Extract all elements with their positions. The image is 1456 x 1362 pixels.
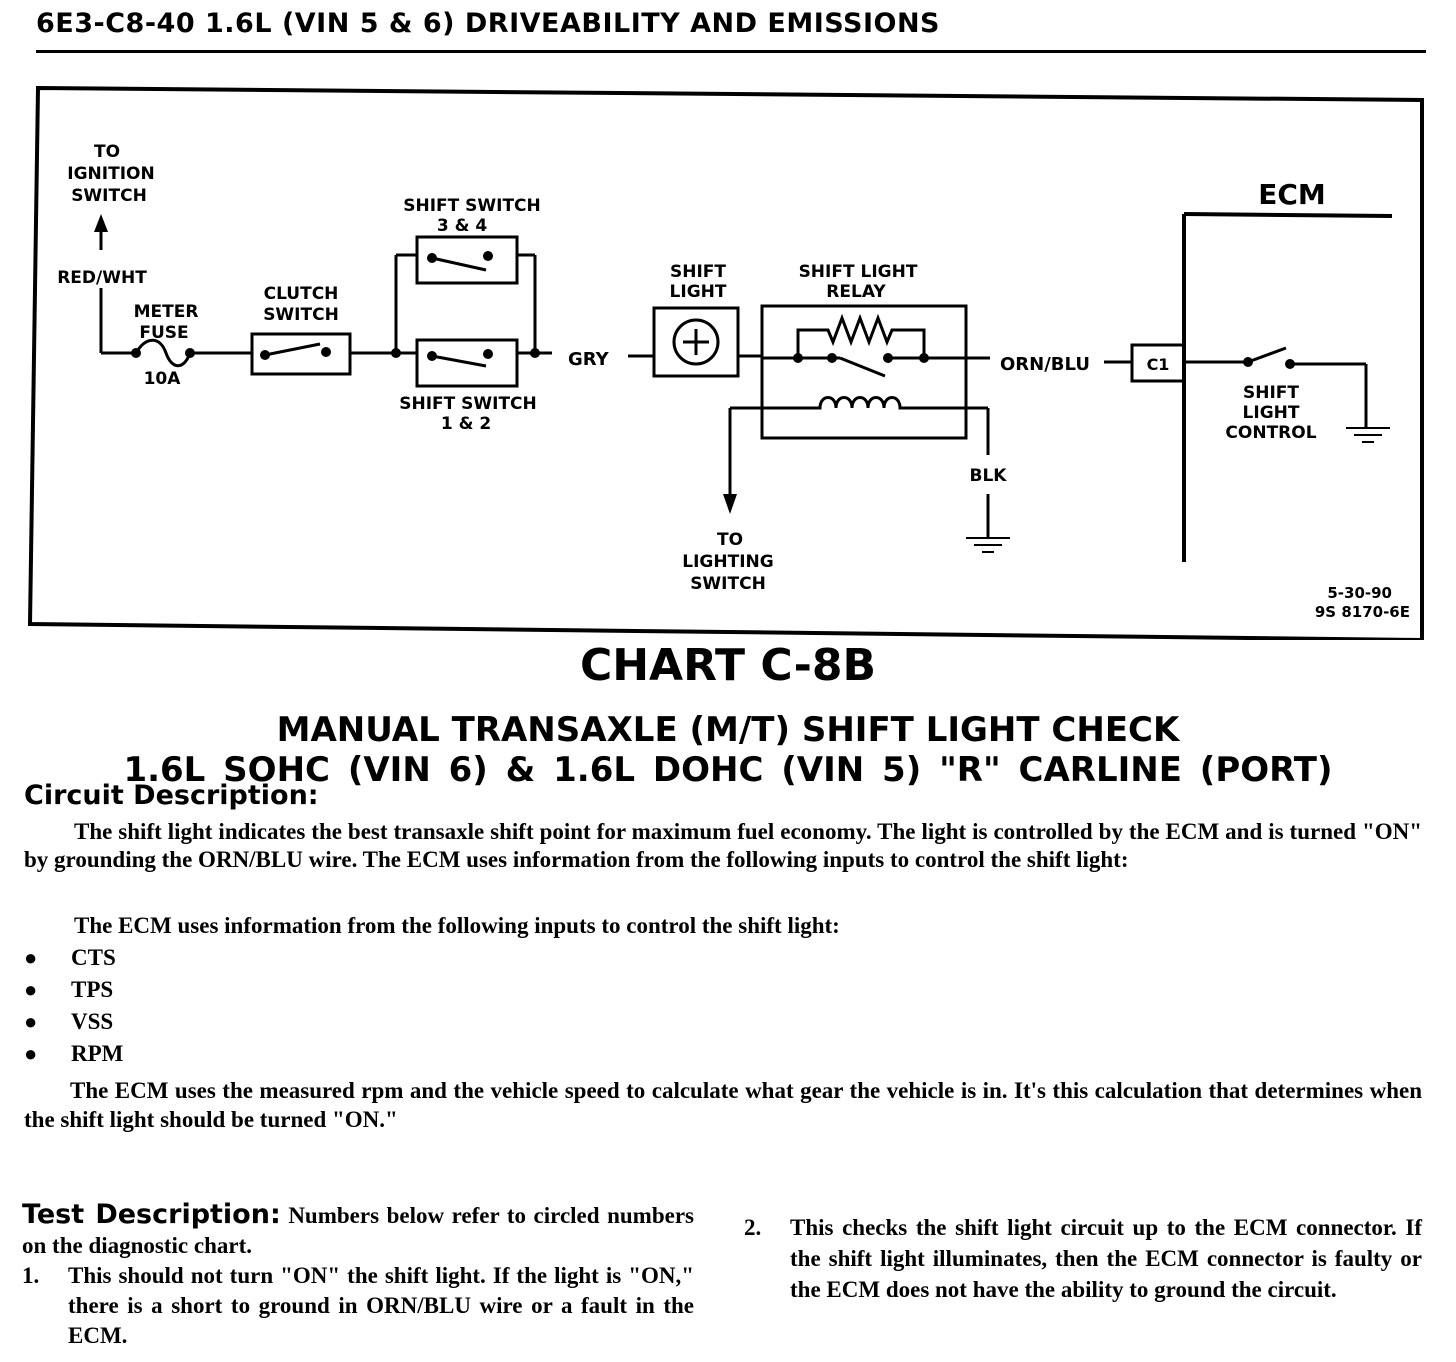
shift-switch-12-label-2: 1 & 2: [441, 414, 491, 434]
test-item-number: 1.: [22, 1263, 40, 1288]
chart-title: CHART C-8B: [579, 640, 877, 691]
shift-light-control-label-2: LIGHT: [1243, 403, 1300, 423]
circuit-description-para-2: The ECM uses information from the follow…: [74, 913, 840, 938]
circuit-description-heading: Circuit Description:: [24, 780, 319, 811]
chart-subtitle-2: 1.6L SOHC (VIN 6) & 1.6L DOHC (VIN 5) "R…: [123, 750, 1333, 790]
bullet-icon: ●: [24, 977, 38, 1002]
shift-light-relay-label-2: RELAY: [826, 282, 886, 302]
shift-light-label-2: LIGHT: [670, 282, 727, 302]
test-item-number: 2.: [744, 1215, 762, 1240]
input-item-label: RPM: [71, 1041, 124, 1066]
test-description-left-column: Test Description: Numbers below refer to…: [22, 1200, 694, 1351]
orn-blu-label: ORN/BLU: [1000, 354, 1090, 375]
figure-code-label: 9S 8170-6E: [1315, 603, 1410, 621]
gry-label: GRY: [568, 349, 610, 370]
shift-light-control-label-3: CONTROL: [1225, 423, 1316, 443]
test-item-2: 2. This checks the shift light circuit u…: [744, 1212, 1422, 1305]
shift-switch-34-label-2: 3 & 4: [437, 216, 487, 236]
to-ignition-label-2: IGNITION: [67, 164, 154, 184]
list-item: ● CTS: [24, 942, 123, 974]
fuse-rating-label: 10A: [144, 369, 182, 389]
test-item-1: 1. This should not turn "ON" the shift l…: [22, 1261, 694, 1351]
red-wht-label: RED/WHT: [57, 268, 147, 288]
input-list: ● CTS ● TPS ● VSS ● RPM: [24, 942, 123, 1070]
to-ignition-label-3: SWITCH: [71, 186, 147, 206]
test-description-intro-text: Numbers below refer to circled numbers o…: [22, 1203, 695, 1258]
input-item-label: CTS: [71, 945, 116, 970]
circuit-description-para-1: The shift light indicates the best trans…: [24, 819, 1422, 872]
bullet-icon: ●: [24, 945, 38, 970]
list-item: ● TPS: [24, 974, 123, 1006]
ecm-label: ECM: [1258, 178, 1326, 211]
lighting-arrowhead: [723, 494, 737, 514]
test-item-text: This checks the shift light circuit up t…: [790, 1215, 1422, 1302]
page-header: 6E3-C8-40 1.6L (VIN 5 & 6) DRIVEABILITY …: [36, 8, 940, 39]
clutch-switch-label-1: CLUTCH: [264, 284, 339, 304]
to-lighting-label-1: TO: [717, 530, 743, 550]
meter-fuse-symbol: [134, 338, 192, 368]
meter-fuse-label-1: METER: [134, 302, 199, 322]
c1-label: C1: [1147, 355, 1170, 374]
date-code-label: 5-30-90: [1327, 584, 1392, 602]
shift-light-label-1: SHIFT: [670, 262, 726, 282]
test-description-right-column: 2. This checks the shift light circuit u…: [744, 1212, 1422, 1305]
bullet-icon: ●: [24, 1009, 38, 1034]
header-rule: [36, 50, 1426, 53]
shift-light-control-label-1: SHIFT: [1243, 383, 1299, 403]
to-lighting-label-3: SWITCH: [690, 574, 766, 594]
bullet-icon: ●: [24, 1041, 38, 1066]
diagram-frame: [27, 85, 1424, 640]
shift-light-relay-box: [760, 304, 968, 440]
test-description-intro: Test Description: Numbers below refer to…: [22, 1200, 694, 1261]
ignition-arrowhead: [94, 214, 108, 232]
shift-light-box: [652, 306, 740, 378]
clutch-switch-label-2: SWITCH: [263, 305, 339, 325]
shift-switch-12-label-1: SHIFT SWITCH: [399, 394, 537, 414]
chart-subtitle-1: MANUAL TRANSAXLE (M/T) SHIFT LIGHT CHECK: [276, 710, 1180, 750]
blk-label: BLK: [970, 466, 1008, 486]
shift-switch-34-label-1: SHIFT SWITCH: [403, 196, 541, 216]
ecm-boundary-horizontal: [1183, 212, 1393, 218]
shift-light-relay-label-1: SHIFT LIGHT: [799, 262, 918, 282]
wiring-diagram: TO IGNITION SWITCH RED/WHT METER FUSE 10…: [27, 85, 1424, 640]
list-item: ● RPM: [24, 1038, 123, 1070]
circuit-description-para-3: The ECM uses the measured rpm and the ve…: [24, 1078, 1422, 1132]
to-lighting-label-2: LIGHTING: [682, 552, 773, 572]
test-item-text: This should not turn "ON" the shift ligh…: [68, 1263, 694, 1348]
shift-switch-12-box: [415, 338, 519, 388]
meter-fuse-label-2: FUSE: [139, 323, 188, 343]
to-ignition-label-1: TO: [94, 142, 120, 162]
input-item-label: VSS: [71, 1009, 114, 1034]
list-item: ● VSS: [24, 1006, 123, 1038]
input-item-label: TPS: [71, 977, 114, 1002]
test-description-heading: Test Description:: [22, 1199, 281, 1230]
shift-switch-34-box: [415, 235, 519, 285]
